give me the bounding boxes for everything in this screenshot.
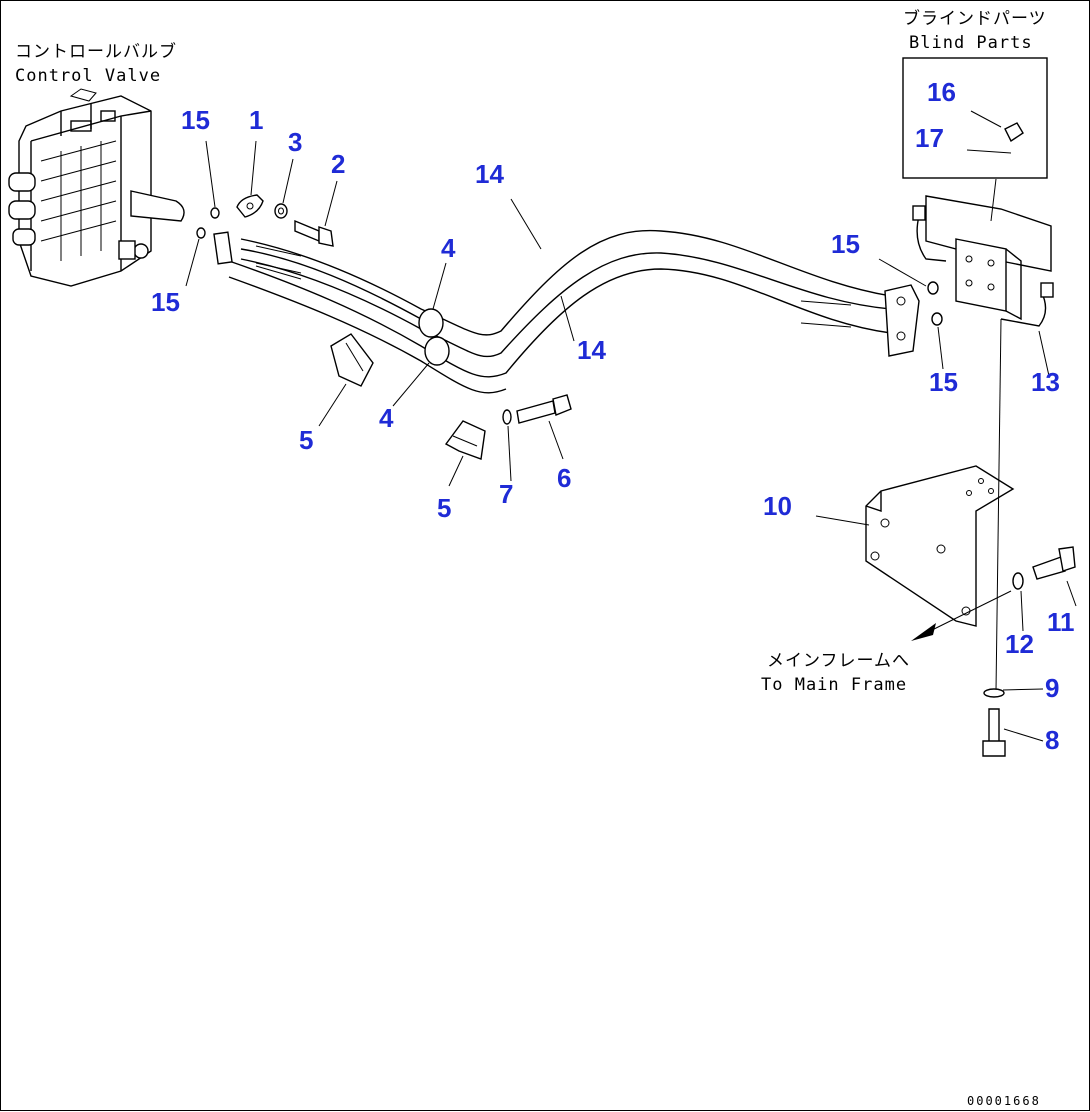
blind-parts-box <box>902 57 1048 179</box>
callout-7: 7 <box>499 479 513 509</box>
callout-10: 10 <box>763 491 792 521</box>
callout-15: 15 <box>181 105 210 135</box>
callout-15: 15 <box>151 287 180 317</box>
callout-6: 6 <box>557 463 571 493</box>
main-frame-caption-en: To Main Frame <box>761 675 907 695</box>
callout-16: 16 <box>927 77 956 107</box>
callout-4: 4 <box>441 233 456 263</box>
callout-4: 4 <box>379 403 394 433</box>
callout-15: 15 <box>929 367 958 397</box>
control-valve-drawing <box>8 88 185 287</box>
callout-5: 5 <box>299 425 313 455</box>
callout-14: 14 <box>577 335 606 365</box>
callout-2: 2 <box>331 149 345 179</box>
control-valve-caption-en: Control Valve <box>15 66 161 86</box>
callout-13: 13 <box>1031 367 1060 397</box>
blind-parts-caption-ja: ブラインドパーツ <box>903 8 1047 29</box>
callout-3: 3 <box>288 127 302 157</box>
document-number: 00001668 <box>967 1094 1041 1108</box>
blind-parts-caption-en: Blind Parts <box>909 33 1033 53</box>
control-valve-caption-ja: コントロールバルブ <box>15 41 177 62</box>
hose-assemblies <box>213 229 920 394</box>
callout-17: 17 <box>915 123 944 153</box>
callout-15: 15 <box>831 229 860 259</box>
callout-14: 14 <box>475 159 504 189</box>
callout-9: 9 <box>1045 673 1059 703</box>
main-frame-caption-ja: メインフレームへ <box>767 651 910 671</box>
callout-1: 1 <box>249 105 263 135</box>
callout-5: 5 <box>437 493 451 523</box>
callout-11: 11 <box>1047 607 1075 637</box>
callout-8: 8 <box>1045 725 1059 755</box>
callout-12: 12 <box>1005 629 1034 659</box>
